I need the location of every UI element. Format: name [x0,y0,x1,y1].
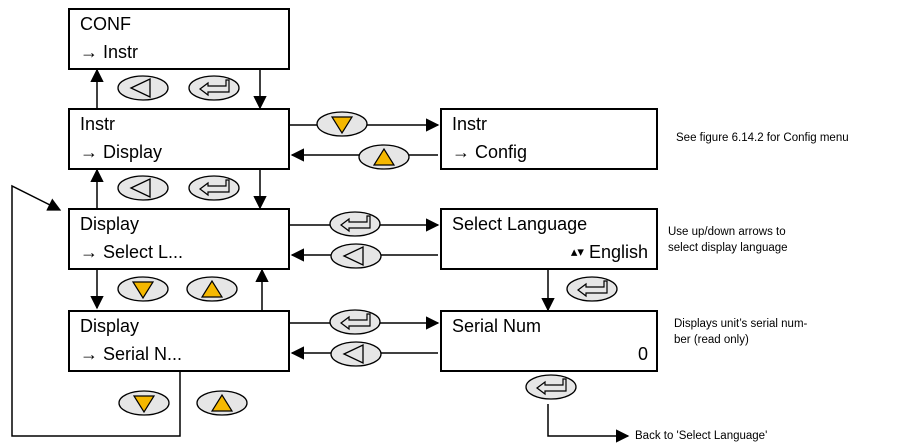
serial-note: Displays unit’s serial num- ber (read on… [674,316,807,348]
down-arrow-button[interactable] [316,111,368,137]
conf-title: CONF [80,14,131,34]
down-arrow-button[interactable] [117,276,169,302]
arrow-back-to-language [547,404,630,443]
instr-display-item: → Display [80,142,163,162]
select-language-title: Select Language [452,214,588,234]
instr-display-box: Instr → Display [68,108,290,170]
display-select-box: Display → Select L... [68,208,290,270]
language-note-line2: select display language [668,242,788,254]
display-serial-title: Display [80,316,140,336]
up-arrow-button[interactable] [358,144,410,170]
enter-button[interactable] [566,276,618,302]
serial-num-box: Serial Num 0 [440,310,658,372]
up-arrow-button[interactable] [196,390,248,416]
serial-num-title: Serial Num [452,316,542,336]
serial-note-line1: Displays unit’s serial num- [674,318,808,330]
language-note-line1: Use up/down arrows to [668,226,786,238]
arrow-loop-back [11,184,181,437]
instr-config-box: Instr → Config [440,108,658,170]
instr-config-item: → Config [452,142,528,162]
down-arrow-button[interactable] [118,390,170,416]
language-note: Use up/down arrows to select display lan… [668,224,788,256]
left-arrow-button[interactable] [117,175,169,201]
left-arrow-button[interactable] [330,341,382,367]
serial-note-line2: ber (read only) [674,334,749,346]
language-value: ▴▾ English [571,242,648,263]
select-language-box: Select Language ▴▾ English [440,208,658,270]
left-arrow-button[interactable] [330,243,382,269]
serial-num-value: 0 [637,344,648,364]
enter-button[interactable] [525,374,577,400]
enter-button[interactable] [188,75,240,101]
conf-box: CONF → Instr [68,8,290,70]
up-arrow-button[interactable] [186,276,238,302]
display-serial-box: Display → Serial N... [68,310,290,372]
conf-item: → Instr [80,42,139,62]
serial-number-item: → Serial N... [80,344,183,364]
instr-config-title: Instr [452,114,488,134]
back-note: Back to 'Select Language' [635,430,768,442]
up-down-arrows-icon: ▴▾ [570,244,584,259]
display-title: Display [80,214,140,234]
enter-button[interactable] [329,309,381,335]
enter-button[interactable] [329,211,381,237]
left-arrow-button[interactable] [117,75,169,101]
select-language-item: → Select L... [80,242,184,262]
enter-button[interactable] [188,175,240,201]
language-value-text: English [588,242,648,262]
config-menu-note: See figure 6.14.2 for Config menu [676,132,849,144]
instr-title: Instr [80,114,116,134]
